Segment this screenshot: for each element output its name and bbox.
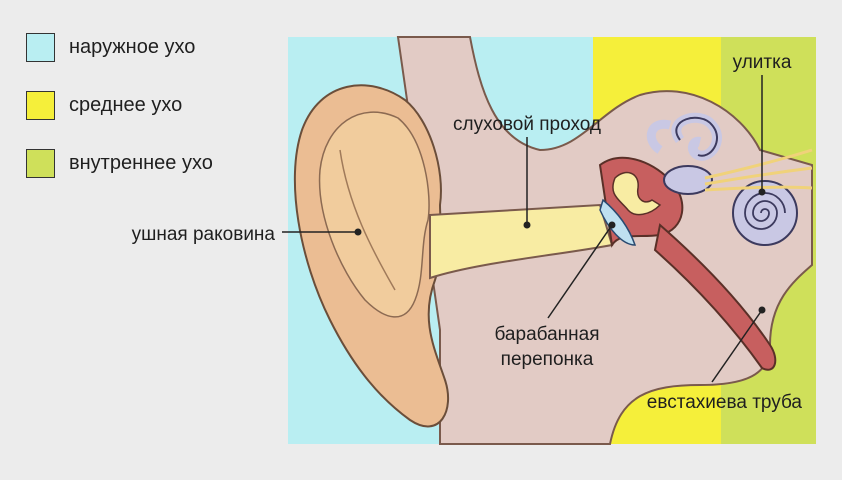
legend-item-outer-ear: наружное ухо (26, 32, 213, 63)
legend-label-outer-ear: наружное ухо (69, 36, 196, 58)
cochlea-shape (732, 180, 798, 246)
label-cochlea: улитка (733, 52, 792, 73)
label-eardrum-line2: перепонка (501, 349, 594, 370)
pinna-inner (318, 111, 430, 318)
semicircular-canals (646, 112, 722, 195)
label-ear-canal: слуховой проход (453, 114, 601, 135)
auditory-nerve (704, 148, 813, 192)
pinna-fold (339, 149, 396, 291)
label-eustachian-tube: евстахиева труба (647, 392, 803, 413)
legend-swatch-outer-ear (26, 33, 55, 62)
ossicles (612, 171, 662, 216)
eardrum-leader-line (547, 224, 613, 319)
eustachian-leader-dot (758, 306, 766, 314)
pinna-leader-dot (354, 228, 362, 236)
label-eardrum-line1: барабанная (494, 324, 599, 345)
ear-canal-leader-dot (523, 221, 531, 229)
legend-item-middle-ear: среднее ухо (26, 90, 213, 121)
legend-swatch-inner-ear (26, 149, 55, 178)
legend-label-inner-ear: внутреннее ухо (69, 152, 213, 174)
legend-swatch-middle-ear (26, 91, 55, 120)
eardrum-leader-dot (608, 221, 616, 229)
label-pinna: ушная раковина (132, 224, 276, 245)
legend-label-middle-ear: среднее ухо (69, 94, 183, 116)
cochlea-leader-dot (758, 188, 766, 196)
legend: наружное ухо среднее ухо внутреннее ухо (26, 32, 213, 206)
eardrum-shape (599, 198, 637, 246)
eustachian-leader-line (711, 309, 763, 383)
legend-item-inner-ear: внутреннее ухо (26, 148, 213, 179)
